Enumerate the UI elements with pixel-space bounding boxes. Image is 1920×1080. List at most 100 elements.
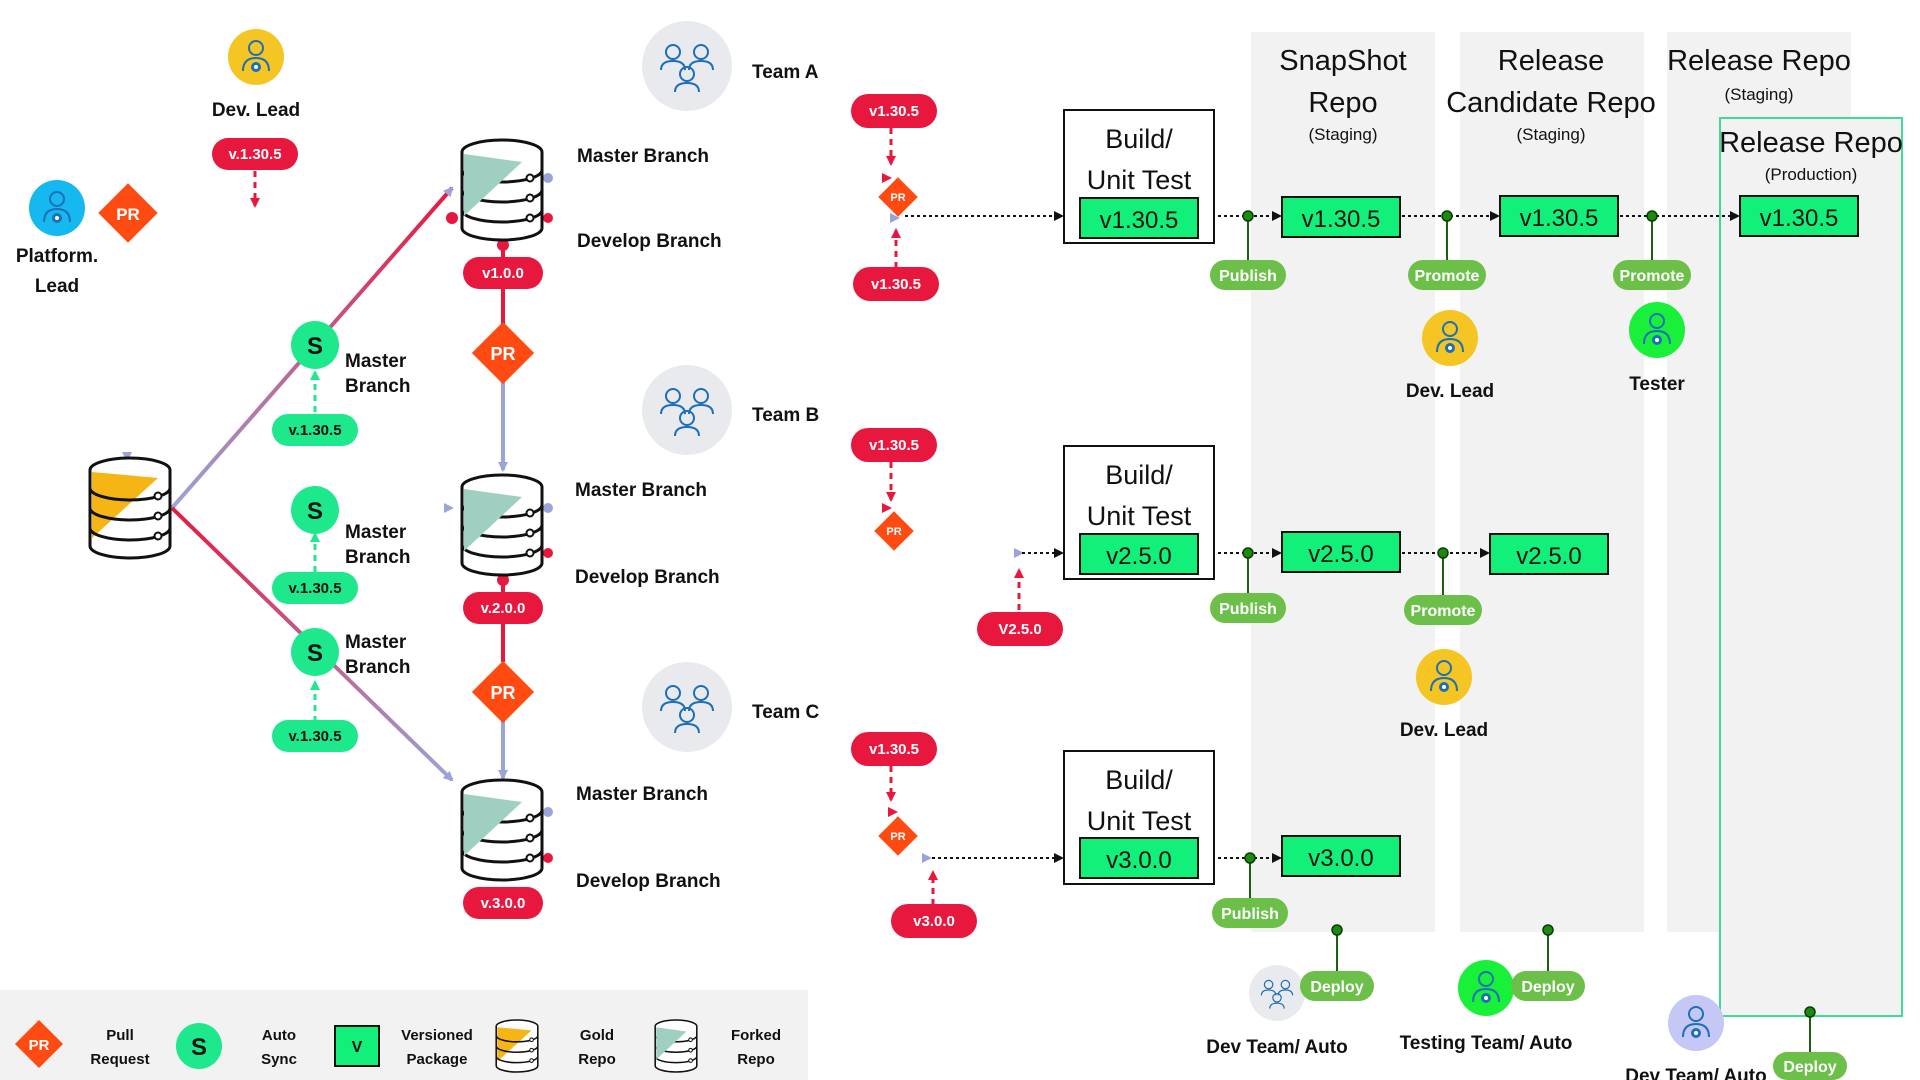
svg-text:PR: PR xyxy=(490,344,515,364)
tag-a-master: v1.30.5 xyxy=(851,94,937,128)
tag-fork-a: v1.0.0 xyxy=(463,257,543,289)
team-c-master-label: Master Branch xyxy=(576,784,708,805)
sync-circle-b: S xyxy=(291,486,339,534)
release-prod-subtitle: (Production) xyxy=(1765,165,1858,184)
release-prod-panel xyxy=(1719,117,1903,1017)
sync-circle-c: S xyxy=(291,628,339,676)
svg-text:v1.30.5: v1.30.5 xyxy=(869,741,919,758)
svg-text:V: V xyxy=(352,1039,363,1056)
tag-fork-b: v.2.0.0 xyxy=(463,592,543,624)
svg-text:v.3.0.0: v.3.0.0 xyxy=(481,895,526,912)
svg-text:Package: Package xyxy=(407,1051,468,1068)
sync-b-label-2: Branch xyxy=(345,547,410,568)
svg-text:PR: PR xyxy=(29,1037,50,1054)
svg-text:v1.0.0: v1.0.0 xyxy=(482,265,524,282)
tag-b-master: v1.30.5 xyxy=(851,428,937,462)
svg-text:Forked: Forked xyxy=(731,1027,781,1044)
svg-text:Promote: Promote xyxy=(1620,268,1685,285)
svg-text:v1.30.5: v1.30.5 xyxy=(1100,207,1179,234)
svg-text:Auto: Auto xyxy=(262,1027,296,1044)
rc-title-2: Candidate Repo xyxy=(1446,87,1656,119)
legend-gold: Gold Repo xyxy=(495,1019,616,1073)
svg-text:Pull: Pull xyxy=(106,1027,134,1044)
pr-diamond-fork-bc: PR xyxy=(471,660,535,724)
sync-tag-a: v.1.30.5 xyxy=(272,414,358,446)
svg-text:Versioned: Versioned xyxy=(401,1027,473,1044)
fork-repo-b-icon xyxy=(460,473,544,577)
pkg-b-build: v2.5.0 xyxy=(1079,533,1199,575)
publish-pill-a: Publish xyxy=(1210,260,1286,290)
svg-text:v1.30.5: v1.30.5 xyxy=(1760,205,1839,232)
svg-text:V2.5.0: V2.5.0 xyxy=(998,621,1041,638)
publish-pill-b: Publish xyxy=(1210,593,1286,623)
dev-team-auto-label: Dev Team/ Auto xyxy=(1206,1037,1347,1058)
svg-text:Sync: Sync xyxy=(261,1051,297,1068)
dev-lead-top-label: Dev. Lead xyxy=(212,100,300,121)
svg-text:S: S xyxy=(307,640,323,667)
sync-circle-a: S xyxy=(291,321,339,369)
sync-tag-b: v.1.30.5 xyxy=(272,572,358,604)
svg-text:Request: Request xyxy=(90,1051,149,1068)
sync-a-label-1: Master xyxy=(345,351,407,372)
snapshot-subtitle: (Staging) xyxy=(1309,125,1378,144)
svg-text:Promote: Promote xyxy=(1411,603,1476,620)
team-a-develop-label: Develop Branch xyxy=(577,231,722,252)
rc-repo-panel xyxy=(1460,32,1644,932)
pr-diamond-team-b: PR xyxy=(874,511,914,551)
svg-text:PR: PR xyxy=(886,526,901,538)
publish-pill-c: Publish xyxy=(1212,898,1288,928)
svg-text:Publish: Publish xyxy=(1219,601,1277,618)
rc-title-1: Release xyxy=(1498,45,1604,77)
pr-diamond-platform: PR xyxy=(98,183,158,243)
pr-diamond-team-a: PR xyxy=(878,177,918,217)
build-b-line2: Unit Test xyxy=(1087,501,1192,531)
team-a-master-label: Master Branch xyxy=(577,146,709,167)
fork-repo-a-icon xyxy=(460,138,544,242)
svg-text:Deploy: Deploy xyxy=(1310,979,1363,996)
team-b-label: Team B xyxy=(752,405,819,426)
svg-text:v.2.0.0: v.2.0.0 xyxy=(481,600,526,617)
pkg-a-build: v1.30.5 xyxy=(1079,197,1199,239)
deploy-pill-snapshot: Deploy xyxy=(1300,971,1374,1001)
pr-diamond-team-c: PR xyxy=(878,816,918,856)
build-a-line2: Unit Test xyxy=(1087,165,1192,195)
svg-text:PR: PR xyxy=(490,683,515,703)
tag-c-develop: v3.0.0 xyxy=(891,904,977,938)
pkg-c-build: v3.0.0 xyxy=(1079,837,1199,879)
release-staging-title: Release Repo xyxy=(1667,45,1851,77)
legend: PR Pull Request S Auto Sync V Versioned … xyxy=(0,990,808,1080)
svg-text:S: S xyxy=(191,1034,207,1061)
build-c-line2: Unit Test xyxy=(1087,806,1192,836)
svg-text:v3.0.0: v3.0.0 xyxy=(913,913,955,930)
legend-forked: Forked Repo xyxy=(654,1019,781,1073)
deploy-pill-prod: Deploy xyxy=(1773,1052,1847,1080)
team-b-master-label: Master Branch xyxy=(575,480,707,501)
promote-pill-a1: Promote xyxy=(1408,260,1486,290)
sync-c-label-2: Branch xyxy=(345,657,410,678)
pr-diamond-fork-ab: PR xyxy=(471,321,535,385)
svg-text:v.1.30.5: v.1.30.5 xyxy=(228,146,281,163)
dev-lead-mid-label: Dev. Lead xyxy=(1406,381,1494,402)
svg-text:Repo: Repo xyxy=(578,1051,616,1068)
deploy-pill-rc: Deploy xyxy=(1511,971,1585,1001)
promote-pill-a2: Promote xyxy=(1613,260,1691,290)
tag-c-master: v1.30.5 xyxy=(851,732,937,766)
team-c-label: Team C xyxy=(752,702,820,723)
svg-text:Repo: Repo xyxy=(737,1051,775,1068)
team-c-develop-label: Develop Branch xyxy=(576,871,721,892)
dev-lead-low-label: Dev. Lead xyxy=(1400,720,1488,741)
tag-b-develop: V2.5.0 xyxy=(977,612,1063,646)
tag-fork-c: v.3.0.0 xyxy=(463,887,543,919)
build-c-line1: Build/ xyxy=(1105,765,1173,795)
build-a-line1: Build/ xyxy=(1105,124,1173,154)
pkg-b-snapshot: v2.5.0 xyxy=(1281,531,1401,573)
tag-a-develop: v1.30.5 xyxy=(853,267,939,301)
svg-text:PR: PR xyxy=(890,192,905,204)
svg-text:v1.30.5: v1.30.5 xyxy=(869,437,919,454)
release-prod-title: Release Repo xyxy=(1719,127,1903,159)
release-staging-subtitle: (Staging) xyxy=(1725,85,1794,104)
svg-text:v2.5.0: v2.5.0 xyxy=(1106,543,1171,570)
build-b-line1: Build/ xyxy=(1105,460,1173,490)
gold-repo-icon xyxy=(88,456,172,560)
